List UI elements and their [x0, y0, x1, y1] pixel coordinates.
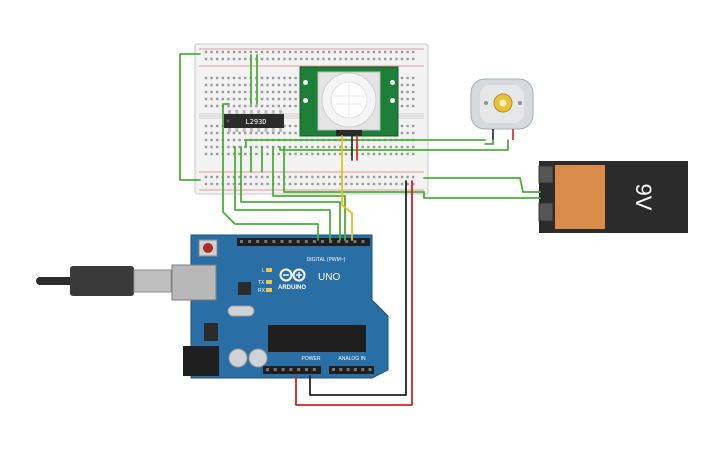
led-label-rx: RX — [258, 288, 266, 294]
wire-ic-in1-to-pin[interactable] — [222, 103, 319, 241]
power-header-label: POWER — [302, 356, 321, 362]
wire-battery-neg[interactable] — [283, 146, 541, 199]
atmega-chip — [268, 325, 366, 352]
wire-ic-in3-to-pin[interactable] — [272, 146, 346, 241]
ic-label: L293D — [245, 118, 266, 126]
led-label-l: L — [262, 268, 265, 274]
arduino-logo-icon — [279, 268, 306, 282]
wire-motor-out-2[interactable] — [279, 139, 509, 151]
wire-motor-out-1[interactable] — [245, 139, 486, 148]
dc-jack[interactable] — [183, 346, 219, 376]
usb-cable — [36, 266, 172, 296]
ic-chip[interactable]: L293D — [224, 110, 284, 132]
usb-port[interactable] — [171, 264, 217, 301]
wire-pir-signal[interactable] — [341, 135, 353, 241]
digital-header-label: DIGITAL (PWM~) — [307, 257, 346, 263]
arduino-uno[interactable]: L TX RX ARDUINO UNO DIGITAL (PWM~) POWER… — [171, 234, 389, 379]
wire-gnd-to-arduino[interactable] — [309, 180, 407, 396]
battery-label: 9V — [631, 184, 656, 211]
wire-ic-en-to-pin[interactable] — [234, 146, 331, 241]
wire-rail-link-left[interactable] — [179, 53, 201, 181]
led-label-tx: TX — [258, 280, 265, 286]
wire-5v-to-arduino[interactable] — [295, 180, 413, 406]
arduino-model: UNO — [318, 272, 340, 283]
ic-chip-icon — [224, 114, 284, 128]
wires — [179, 53, 541, 406]
battery-icon — [555, 165, 605, 229]
wire-ic-in2-to-pin[interactable] — [240, 146, 341, 241]
battery[interactable]: 9V — [538, 161, 688, 233]
pir-sensor[interactable] — [299, 66, 399, 137]
analog-header-label: ANALOG IN — [338, 356, 366, 362]
wire-battery-pos[interactable] — [423, 177, 541, 193]
dc-motor[interactable] — [470, 78, 534, 140]
arduino-brand: ARDUINO — [278, 285, 306, 291]
